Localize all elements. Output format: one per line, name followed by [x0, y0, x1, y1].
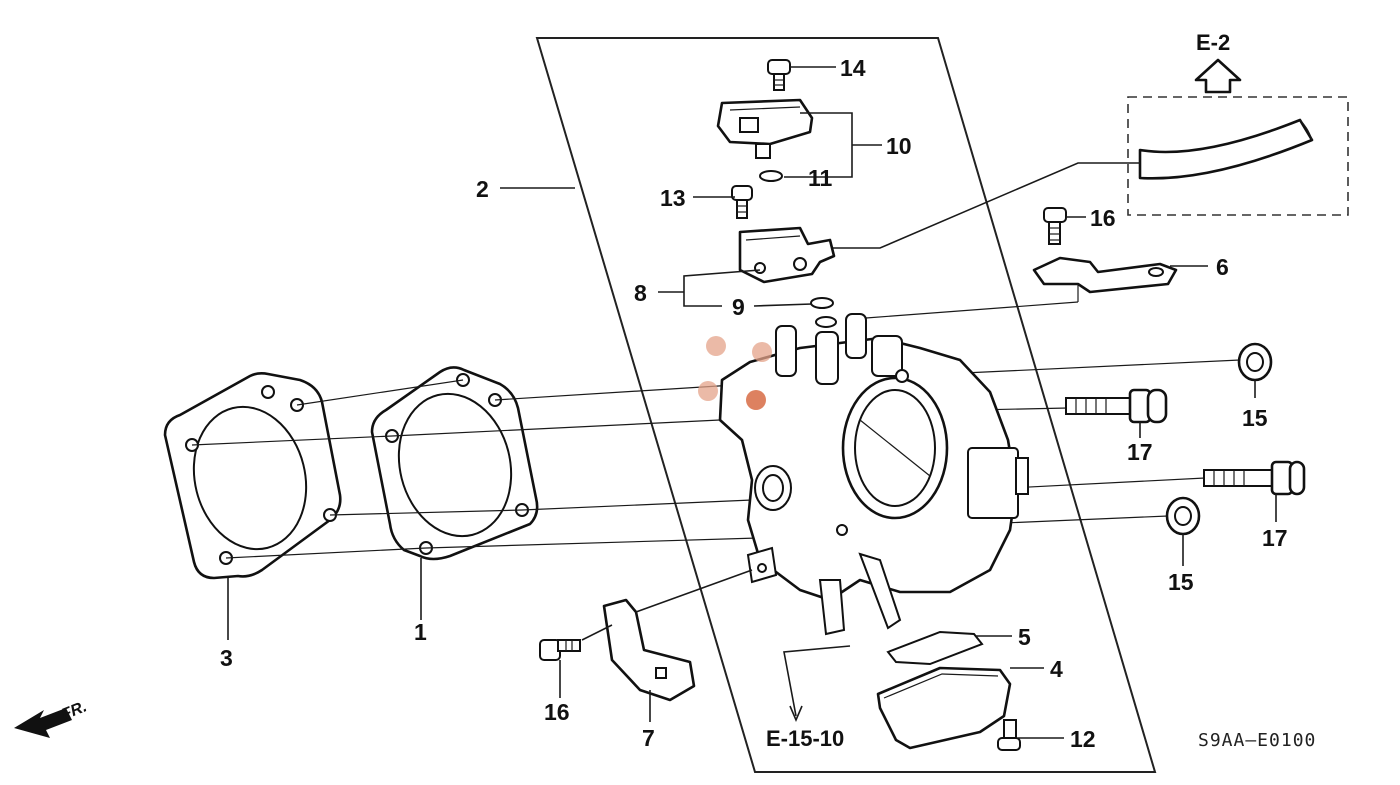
- part-11-o-ring: [759, 170, 783, 182]
- part-3-gasket: [163, 372, 342, 580]
- part-8-sensor: [738, 226, 836, 284]
- callout-9: 9: [732, 294, 745, 320]
- part-15-nut-upper: [1237, 342, 1273, 382]
- part-6-bracket: [1032, 256, 1178, 294]
- part-1-gasket: [370, 366, 539, 561]
- part-17-bolt-lower: [1203, 460, 1306, 496]
- hose-line: [832, 162, 1140, 249]
- part-13-bolt: [731, 185, 753, 219]
- callout-12: 12: [1070, 726, 1096, 752]
- callout-5: 5: [1018, 624, 1031, 650]
- part-16-bolt-upper: [1043, 207, 1067, 245]
- part-5-gasket: [886, 630, 984, 666]
- front-label: FR.: [59, 698, 89, 723]
- part-7-bracket: [602, 598, 696, 702]
- part-10-map-sensor: [716, 98, 814, 159]
- assembly-frame: [535, 37, 1157, 773]
- part-12-bolt: [997, 719, 1021, 751]
- callout-11: 11: [808, 165, 833, 191]
- hose-dashed-box: [1127, 96, 1349, 216]
- front-arrow-icon: [14, 708, 72, 738]
- part-14-bolt: [767, 59, 791, 91]
- part-4-cover: [876, 666, 1012, 750]
- callout-13: 13: [660, 185, 686, 211]
- hose-detail: [1138, 118, 1314, 180]
- callout-2: 2: [476, 176, 489, 202]
- leader-lines: [227, 66, 1277, 739]
- callout-7: 7: [642, 725, 655, 751]
- part-15-nut-lower: [1165, 496, 1201, 536]
- callout-6: 6: [1216, 254, 1229, 280]
- callout-4: 4: [1050, 656, 1063, 682]
- callout-15-lower: 15: [1168, 569, 1194, 595]
- reference-bottom: E-15-10: [766, 726, 844, 751]
- callout-3: 3: [220, 645, 233, 671]
- callout-16-upper: 16: [1090, 205, 1116, 231]
- part-9-o-ring: [810, 297, 834, 309]
- callout-15-upper: 15: [1242, 405, 1268, 431]
- callout-17-lower: 17: [1262, 525, 1288, 551]
- up-arrow-icon: [1194, 58, 1242, 94]
- highlight-marks: [698, 336, 772, 410]
- callout-14: 14: [840, 55, 866, 81]
- alignment-lines: [191, 284, 1241, 559]
- reference-top: E-2: [1196, 30, 1230, 55]
- diagram-code: S9AA–E0100: [1198, 730, 1316, 751]
- part-16-bolt-lower: [539, 639, 581, 661]
- callout-10: 10: [886, 133, 912, 159]
- callout-17-upper: 17: [1127, 439, 1153, 465]
- callout-8: 8: [634, 280, 647, 306]
- throttle-body: [718, 313, 1029, 636]
- part-17-bolt-upper: [1065, 388, 1168, 424]
- callout-16-lower: 16: [544, 699, 570, 725]
- callout-1: 1: [414, 619, 427, 645]
